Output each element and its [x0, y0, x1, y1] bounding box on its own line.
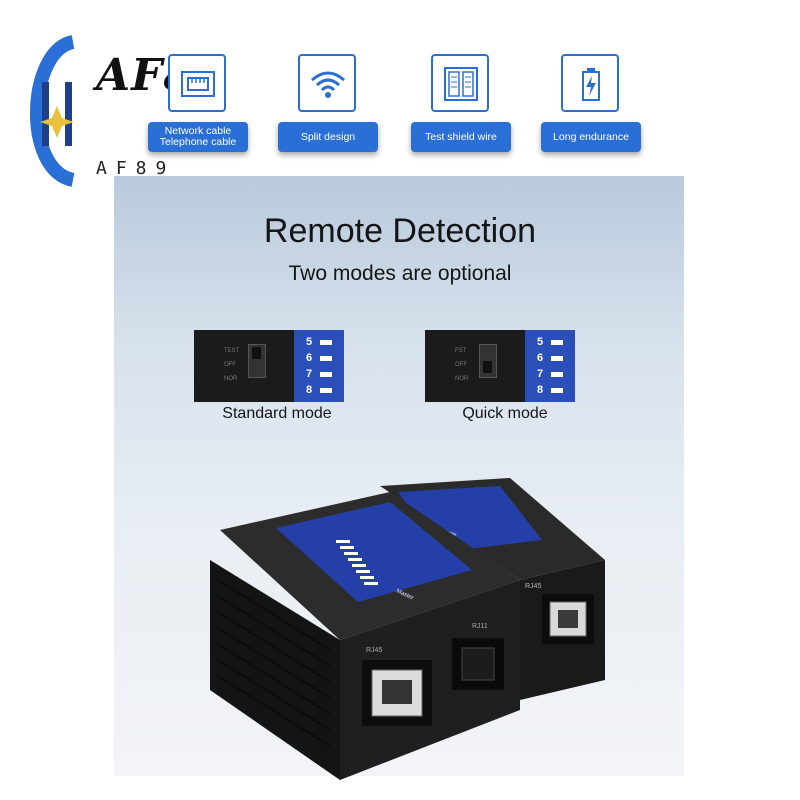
- shield-wire-icon: [431, 54, 489, 112]
- mode-image-standard: TEST OFF NOR 5 6 7 8: [194, 330, 344, 402]
- logo-subtext: AF89: [96, 158, 176, 179]
- cable-tester-device: Remote RJ45 RJ45 RJ11 Master: [210, 478, 605, 780]
- wifi-icon: [298, 54, 356, 112]
- mode-image-quick: FST OFF NOR 5 6 7 8: [425, 330, 575, 402]
- feature-label: Split design: [278, 122, 378, 152]
- feature-card-battery: Long endurance: [541, 50, 641, 154]
- feature-label: Long endurance: [541, 122, 641, 152]
- svg-text:RJ45: RJ45: [366, 647, 382, 654]
- mode-switch: [248, 344, 266, 378]
- mode-caption-standard: Standard mode: [222, 405, 332, 422]
- mode-switch: [479, 344, 497, 378]
- master-unit: RJ45 RJ11 Master: [210, 492, 520, 780]
- svg-text:RJ45: RJ45: [525, 583, 541, 590]
- page-subtitle: Two modes are optional: [288, 262, 512, 285]
- page-title: Remote Detection: [263, 212, 537, 250]
- mode-caption-quick: Quick mode: [462, 405, 548, 422]
- network-socket-icon: [168, 54, 226, 112]
- feature-card-shield: Test shield wire: [411, 50, 511, 154]
- battery-icon: [561, 54, 619, 112]
- feature-label: Test shield wire: [411, 122, 511, 152]
- logo-ring-icon: [30, 35, 76, 187]
- svg-text:RJ11: RJ11: [472, 623, 488, 630]
- feature-card-split: Split design: [278, 50, 378, 154]
